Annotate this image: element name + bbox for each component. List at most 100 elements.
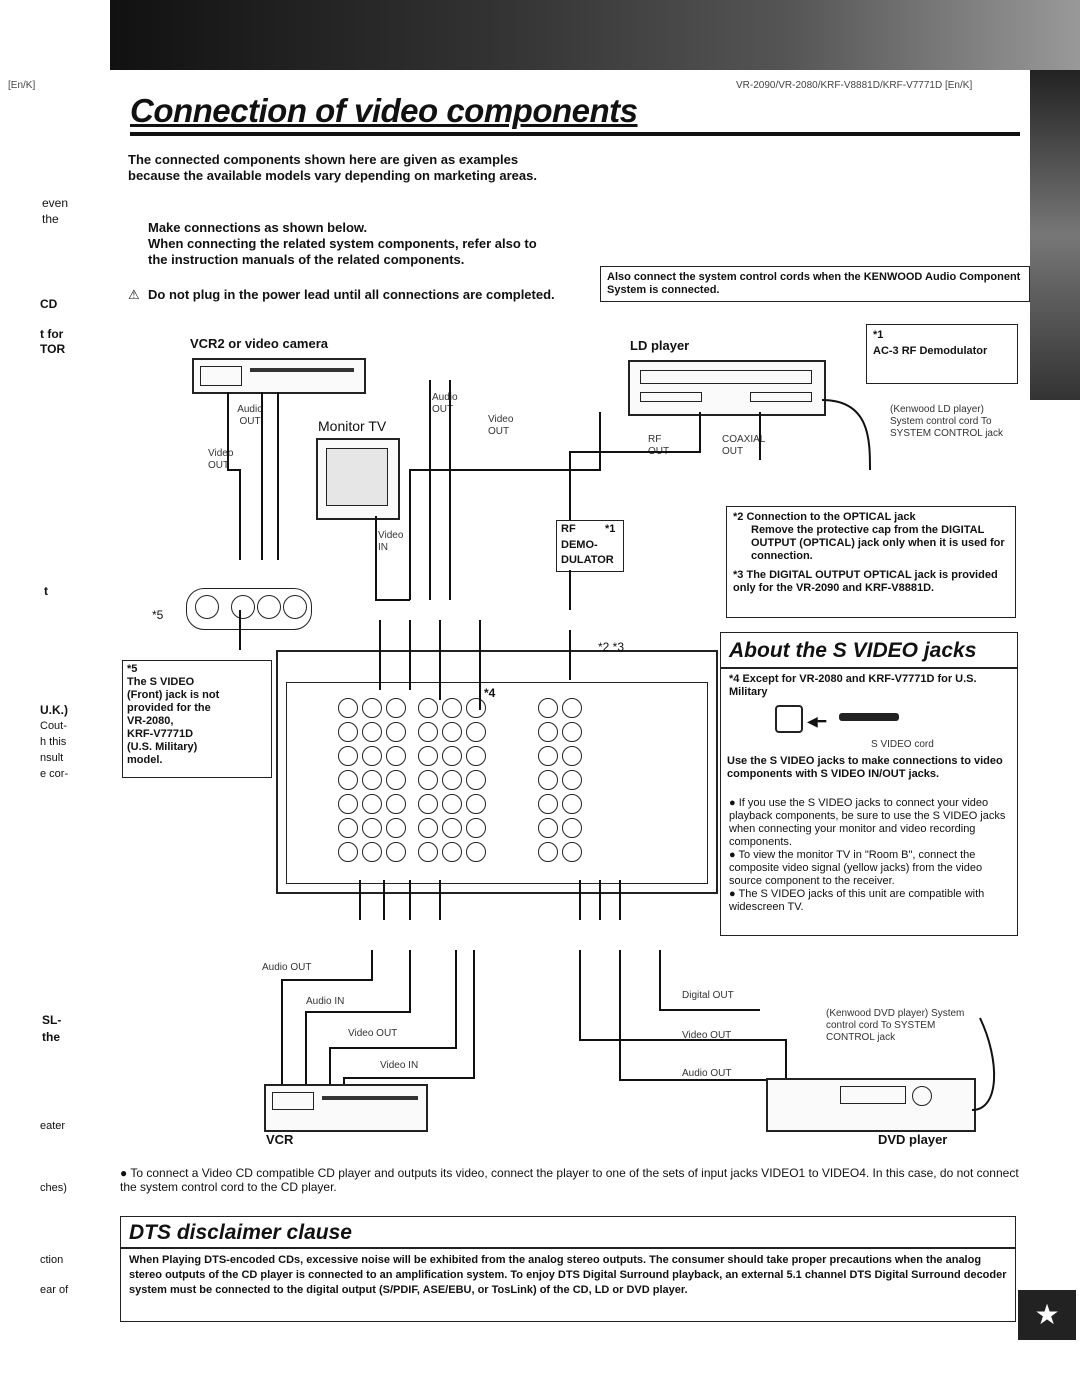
rear-jack — [442, 794, 462, 814]
system-control-note: Also connect the system control cords wh… — [600, 266, 1030, 302]
intro-instruction: Make connections as shown below. — [148, 220, 368, 235]
svideo-note4: *4 Except for VR-2080 and KRF-V7771D for… — [729, 673, 977, 698]
rear-jack — [338, 770, 358, 790]
rear-jack — [418, 770, 438, 790]
ac3-note-text: AC-3 RF Demodulator — [873, 345, 988, 357]
wire — [305, 950, 411, 1084]
rear-jack — [538, 770, 558, 790]
rear-jack — [442, 746, 462, 766]
front-jack-mark: *5 — [152, 608, 164, 622]
monitor-tv-label: Monitor TV — [318, 418, 387, 434]
note5-line: model. — [127, 754, 163, 766]
svideo-info-box: About the S VIDEO jacks *4 Except for VR… — [720, 632, 1018, 936]
svideo-bold-note: Use the S VIDEO jacks to make connection… — [727, 755, 1003, 780]
rear-jack — [362, 722, 382, 742]
svideo-cord-label: S VIDEO cord — [871, 739, 934, 750]
rear-jack — [442, 842, 462, 862]
vcr-device — [264, 1084, 428, 1132]
svideo-bullet-text: The S VIDEO jacks of this unit are compa… — [729, 888, 985, 913]
vcr-display — [322, 1096, 418, 1100]
svideo-front-note: *5 The S VIDEO (Front) jack is not provi… — [122, 660, 272, 778]
wire — [227, 392, 241, 560]
dts-heading: DTS disclaimer clause — [129, 1221, 352, 1244]
svideo-bullet: ● If you use the S VIDEO jacks to connec… — [729, 797, 1006, 848]
margin-fragment: e cor- — [40, 768, 69, 780]
margin-fragment: h this — [40, 736, 67, 748]
vcr-label: VCR — [266, 1132, 294, 1147]
svideo-cord-icon — [839, 713, 899, 721]
page-code-right: VR-2090/VR-2080/KRF-V8881D/KRF-V7771D [E… — [736, 80, 973, 91]
rear-panel-inner — [286, 682, 708, 884]
rear-jack — [538, 818, 558, 838]
rear-jack — [466, 794, 486, 814]
margin-fragment: even — [42, 196, 69, 210]
warning-icon: ⚠ — [128, 287, 140, 302]
video-front-jack — [231, 595, 255, 619]
margin-fragment: t — [44, 584, 48, 598]
rear-jack — [562, 746, 582, 766]
wire — [569, 412, 701, 520]
side-tab-bar — [1030, 70, 1080, 400]
rear-jack — [442, 698, 462, 718]
rear-jack — [562, 794, 582, 814]
note5-line: The S VIDEO — [127, 676, 195, 688]
page-title: Connection of video components — [130, 92, 638, 129]
wire — [375, 516, 410, 601]
ld-audio-out-label: Audio OUT — [432, 392, 458, 415]
rear-jack — [418, 722, 438, 742]
svideo-bullet-text: To view the monitor TV in "Room B", conn… — [729, 849, 983, 887]
rear-jack — [466, 746, 486, 766]
rear-jack — [386, 722, 406, 742]
rear-jack — [362, 770, 382, 790]
vcr-audio-in-label: Audio IN — [306, 996, 345, 1007]
wiring-diagram — [227, 380, 996, 1111]
rear-jack — [466, 818, 486, 838]
video-cd-note: ● To connect a Video CD compatible CD pl… — [120, 1166, 1019, 1194]
rear-jack — [538, 722, 558, 742]
rear-jack — [538, 746, 558, 766]
note5-line: KRF-V7771D — [127, 728, 194, 740]
note5-line: (Front) jack is not — [127, 689, 220, 701]
ld-display — [750, 392, 812, 402]
dvd-video-out-label: Video OUT — [682, 1030, 732, 1041]
margin-fragment: Cout- — [40, 720, 67, 732]
monitor-tv-device — [316, 438, 400, 520]
rear-jack — [362, 746, 382, 766]
star-icon: ★ — [1018, 1290, 1076, 1340]
rear-jack — [418, 794, 438, 814]
intro-instruction-detail: When connecting the related system compo… — [148, 236, 537, 267]
wire — [329, 950, 457, 1084]
rf-demod-line: DEMO- — [561, 539, 598, 551]
margin-fragment: the — [42, 212, 59, 226]
vcr-audio-out-label: Audio OUT — [262, 962, 312, 973]
rear-jack — [362, 842, 382, 862]
svideo-front-jack — [195, 595, 219, 619]
rear-jack — [338, 794, 358, 814]
rear-jack — [386, 794, 406, 814]
rear-jack — [338, 818, 358, 838]
wire — [409, 412, 601, 600]
svideo-bullet-list: ● If you use the S VIDEO jacks to connec… — [729, 797, 1011, 914]
receiver-rear-panel: *4 *2 *3 — [276, 640, 718, 894]
rear-jack — [442, 722, 462, 742]
intro-paragraph: The connected components shown here are … — [128, 152, 537, 183]
margin-fragment: t for — [40, 327, 64, 341]
wire — [619, 950, 766, 1081]
vcr-video-in-label: Video IN — [380, 1060, 419, 1071]
rear-jack — [362, 794, 382, 814]
rear-jack — [442, 818, 462, 838]
margin-fragment: eater — [40, 1120, 66, 1132]
dts-heading-rule — [121, 1247, 1015, 1249]
vcr2-video-out-label: Video OUT — [208, 448, 234, 471]
wire — [971, 1017, 996, 1111]
rear-jack — [338, 698, 358, 718]
note3-mark: *3 — [733, 569, 744, 581]
ld-controls — [640, 392, 702, 402]
rear-jack — [562, 722, 582, 742]
rf-demod-line: DULATOR — [561, 554, 614, 566]
ac3-note-mark: *1 — [873, 329, 884, 341]
vcr2-cassette-slot — [200, 366, 242, 386]
vcr-video-out-label: Video OUT — [348, 1028, 398, 1039]
dts-disclaimer-box: DTS disclaimer clause When Playing DTS-e… — [120, 1216, 1016, 1322]
arrow-left-icon: ◀━ — [807, 713, 827, 729]
